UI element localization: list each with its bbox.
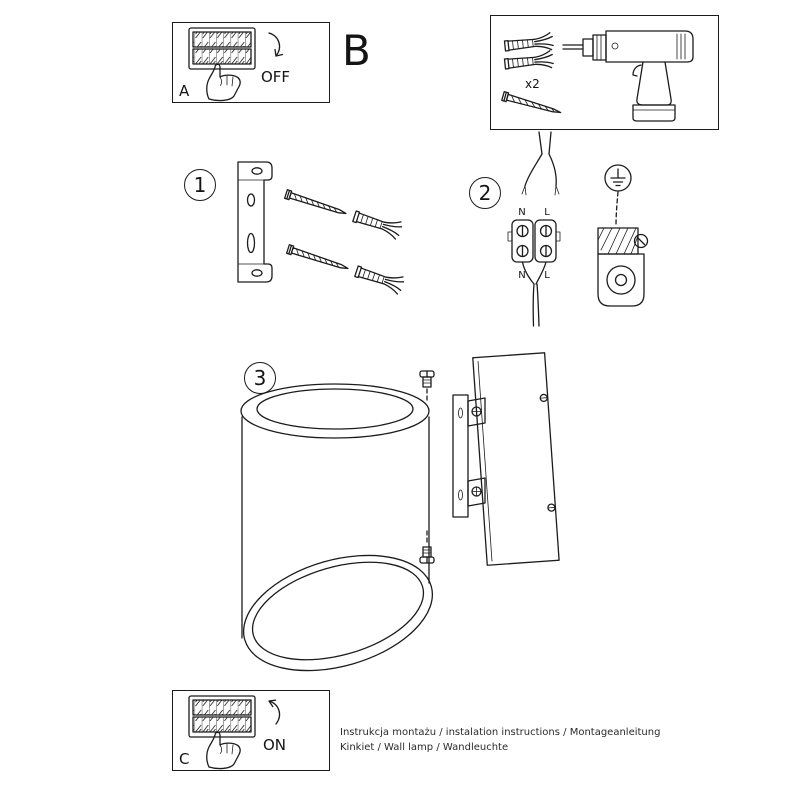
terminal-n-bottom-label: N — [518, 270, 525, 281]
terminal-l-top-label: L — [544, 207, 550, 218]
power-off-panel: A OFF — [172, 22, 330, 103]
wall-plug-icon — [503, 31, 555, 56]
fuse-box-icon — [188, 695, 256, 738]
panel-c-label: C — [179, 750, 189, 768]
step-3-area — [235, 345, 570, 690]
rotate-on-arrow-icon — [268, 699, 281, 725]
plug-count-label: x2 — [525, 77, 540, 91]
step-2-area: N L N L — [498, 128, 673, 343]
step-1-number: 1 — [184, 169, 216, 201]
wall-lamp-icon — [240, 383, 434, 672]
lamp-mounting-illustration — [240, 352, 560, 672]
supply-wires-icon — [521, 131, 560, 196]
screw-icon — [501, 91, 562, 114]
drill-icon — [562, 30, 694, 122]
step-3-number: 3 — [244, 362, 276, 394]
hand-icon — [206, 731, 241, 770]
footer-captions: Instrukcja montażu / instalation instruc… — [340, 726, 660, 755]
power-off-illustration: A OFF — [179, 27, 290, 102]
top-fixing-screw-icon — [419, 370, 435, 403]
panel-a-switch-label: OFF — [261, 68, 290, 86]
tools-illustration: x2 — [501, 30, 694, 122]
fuse-box-icon — [188, 27, 256, 70]
rotate-off-arrow-icon — [268, 32, 284, 57]
screw-with-anchor-icon — [284, 239, 406, 296]
ground-symbol-icon — [604, 164, 632, 192]
terminal-block-icon — [507, 219, 561, 263]
terminal-l-bottom-label: L — [544, 270, 550, 281]
lamp-bracket-icon — [452, 394, 486, 518]
panel-a-label: A — [179, 82, 190, 100]
tools-box: x2 — [490, 15, 719, 130]
bracket-and-screws-illustration — [237, 161, 406, 296]
footer-line1: Instrukcja montażu / instalation instruc… — [340, 727, 661, 738]
footer-line2: Kinkiet / Wall lamp / Wandleuchte — [340, 741, 509, 753]
mounting-bracket-icon — [237, 161, 273, 283]
screw-with-anchor-icon — [282, 184, 404, 241]
ground-wire-dashed-line — [615, 191, 619, 227]
section-b-label: B — [342, 26, 371, 75]
step-2-number: 2 — [469, 177, 501, 209]
brick-wall-plate-icon — [472, 352, 560, 566]
terminal-n-top-label: N — [518, 207, 525, 218]
power-on-panel: C ON — [172, 690, 330, 771]
cable-clamp-icon — [597, 227, 649, 307]
power-on-illustration: C ON — [179, 695, 286, 770]
panel-c-switch-label: ON — [263, 736, 286, 754]
wall-plug-icon — [503, 49, 555, 74]
bottom-fixing-screw-icon — [419, 530, 435, 564]
lamp-wires-icon — [521, 261, 547, 327]
wiring-illustration: N L N L — [507, 131, 649, 327]
step-1-area — [228, 152, 428, 307]
hand-icon — [206, 63, 241, 102]
